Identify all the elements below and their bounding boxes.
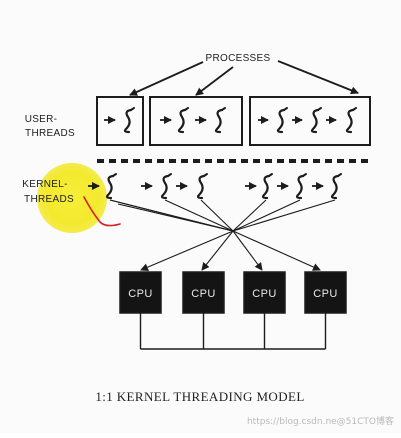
svg-text:CPU: CPU xyxy=(252,288,276,300)
cpu-row: CPU CPU CPU CPU xyxy=(119,271,347,314)
watermark-text: https://blog.csdn.ne@51CTO博客 xyxy=(247,415,394,427)
processes-header: PROCESSES xyxy=(206,53,271,64)
diagram-caption: 1:1 KERNEL THREADING MODEL xyxy=(95,389,304,404)
process-box-1 xyxy=(96,96,144,146)
svg-text:CPU: CPU xyxy=(191,288,215,300)
kernel-threads-label-line1: KERNEL- xyxy=(22,179,67,190)
cpu-3: CPU xyxy=(243,271,286,314)
scheduler-lines xyxy=(109,199,336,271)
kernel-threads-label-line2: THREADS xyxy=(24,194,74,205)
cpu-2: CPU xyxy=(182,271,225,314)
user-threads-label-line2: THREADS xyxy=(25,128,75,139)
annotation-scribble xyxy=(83,196,121,227)
highlight-circle xyxy=(37,163,107,233)
svg-text:CPU: CPU xyxy=(313,288,337,300)
kernel-threads xyxy=(88,172,343,200)
svg-text:CPU: CPU xyxy=(128,288,152,300)
process-box-2 xyxy=(149,96,243,146)
cpu-bus xyxy=(139,313,327,350)
process-boxes xyxy=(96,96,371,146)
process-box-3 xyxy=(249,96,371,146)
cpu-1: CPU xyxy=(119,271,162,314)
user-threads xyxy=(104,106,358,134)
user-threads-label-line1: USER- xyxy=(25,114,58,125)
process-arrows xyxy=(129,60,359,96)
cpu-4: CPU xyxy=(304,271,347,314)
